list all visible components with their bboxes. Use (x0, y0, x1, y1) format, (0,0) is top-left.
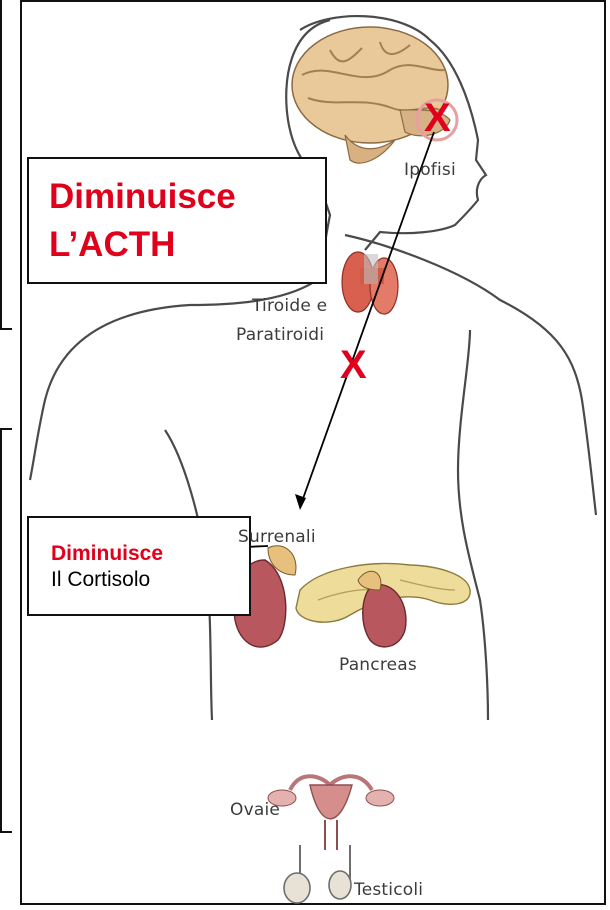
label-ovaie: Ovaie (230, 800, 280, 820)
path-x-mark: X (340, 345, 367, 385)
uterus-icon (268, 776, 394, 850)
cortisolo-line-2: Il Cortisolo (51, 568, 150, 592)
cortisolo-line-1: Diminuisce (51, 542, 163, 566)
acth-line-2: L’ACTH (49, 221, 236, 269)
label-testicoli: Testicoli (354, 880, 423, 900)
cortisolo-callout-box: Diminuisce Il Cortisolo (27, 516, 251, 616)
label-surrenali: Surrenali (238, 527, 316, 547)
label-ipofisi: Ipofisi (404, 160, 456, 180)
testes-icon (284, 845, 351, 903)
acth-line-1: Diminuisce (49, 173, 236, 221)
acth-callout-box: Diminuisce L’ACTH (27, 157, 327, 284)
acth-callout-text: Diminuisce L’ACTH (49, 173, 236, 269)
label-pancreas: Pancreas (339, 655, 417, 675)
label-tiroide-line2: Paratiroidi (236, 325, 324, 345)
ipofisi-x-mark: X (424, 98, 451, 138)
thyroid-icon (342, 252, 398, 314)
label-tiroide-line1: Tiroide e (252, 296, 327, 316)
